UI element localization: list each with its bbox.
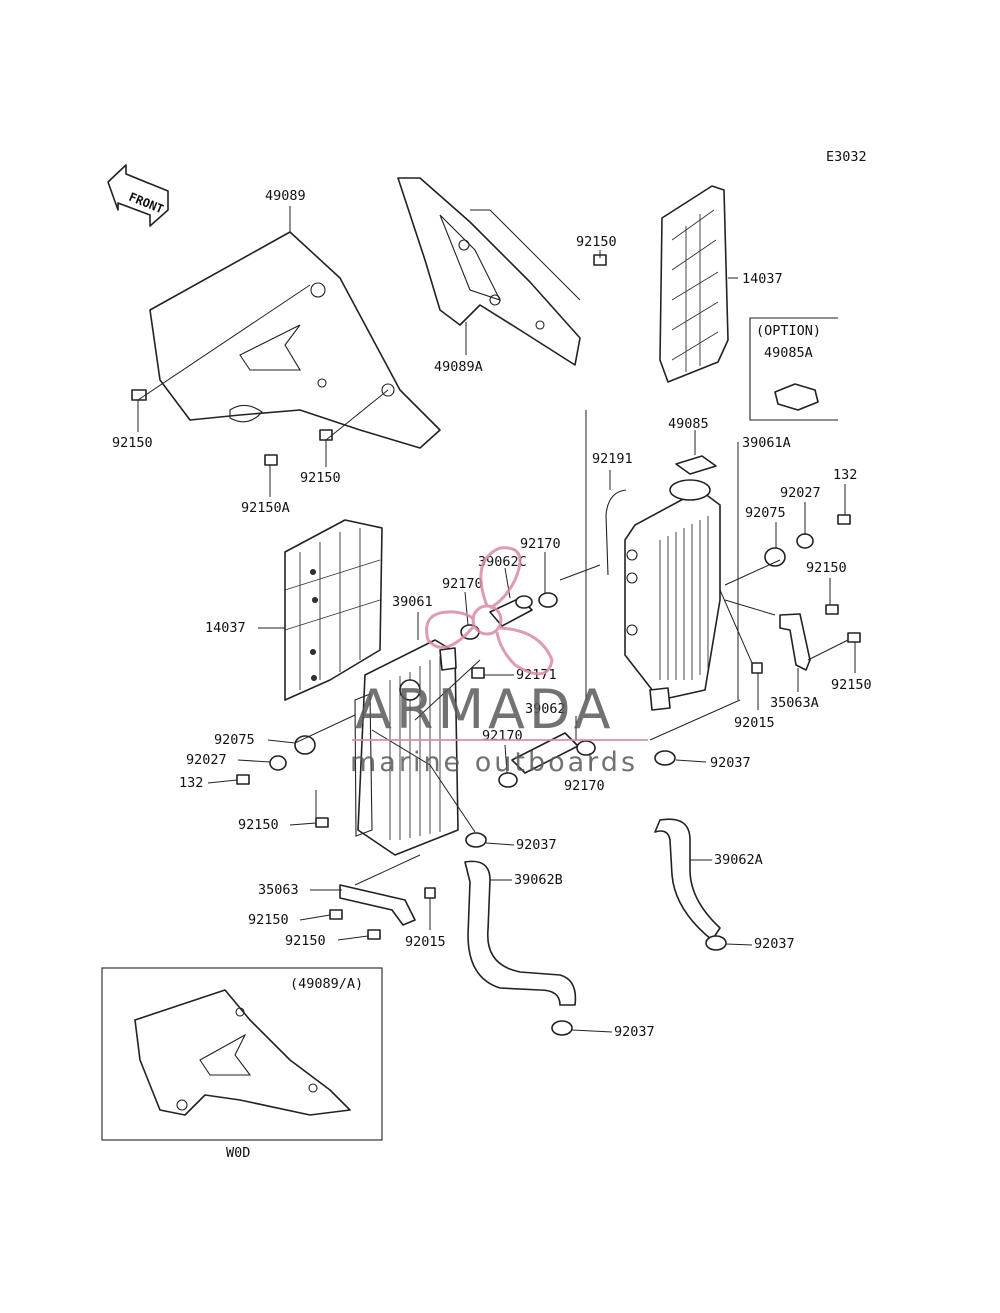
part-label: 14037 (205, 620, 246, 636)
part-label: 39062A (714, 852, 763, 868)
part-label: 49085 (668, 416, 709, 432)
part-label: 92075 (214, 732, 255, 748)
part-label: 39062C (478, 554, 527, 570)
part-label: 92075 (745, 505, 786, 521)
bolt-icon (131, 254, 861, 940)
part-label: 92037 (754, 936, 795, 952)
part-label: 92191 (592, 451, 633, 467)
part-label: 92027 (780, 485, 821, 501)
left-radiator (354, 639, 459, 856)
part-label: 92037 (614, 1024, 655, 1040)
part-label: 92150 (285, 933, 326, 949)
part-label: 132 (833, 467, 857, 483)
left-shroud (149, 231, 441, 449)
part-label: 39062 (525, 701, 566, 717)
option-part-number: 49085A (764, 345, 813, 361)
part-label: 92170 (442, 576, 483, 592)
option-cap-icon (774, 383, 819, 411)
watermark-brand: ARMADA (355, 678, 615, 741)
part-label: 92150 (238, 817, 279, 833)
hose-39062A (654, 818, 721, 941)
left-louver-14037 (284, 519, 383, 701)
part-labels: 49089 49089A 92150 14037 92150 92150A 92… (112, 188, 872, 1040)
diagram-code: E3032 (826, 149, 867, 165)
inset-caption: W0D (226, 1145, 250, 1161)
part-label: 92015 (405, 934, 446, 950)
inset-title: (49089/A) (290, 976, 363, 992)
option-title: (OPTION) (756, 323, 821, 339)
inset-box: (49089/A) W0D (101, 967, 383, 1161)
shroud-panel-49089A (397, 177, 581, 366)
breather-hose (605, 489, 627, 576)
radiator-cap-neck (669, 479, 711, 501)
radiator-cap-49085 (675, 455, 717, 475)
part-label: 132 (179, 775, 203, 791)
part-label: 39062B (514, 872, 563, 888)
part-label: 35063A (770, 695, 819, 711)
bracket-35063A (779, 613, 811, 671)
part-label: 39061A (742, 435, 791, 451)
part-label: 92037 (516, 837, 557, 853)
part-label: 92170 (520, 536, 561, 552)
part-label: 92150 (831, 677, 872, 693)
watermark-logo: ARMADA marine outboards (350, 546, 648, 778)
part-label: 92015 (734, 715, 775, 731)
part-label: 92150 (576, 234, 617, 250)
right-louver-14037 (659, 185, 729, 383)
option-box: (OPTION) 49085A (749, 317, 838, 421)
part-label: 92027 (186, 752, 227, 768)
part-label: 92150 (806, 560, 847, 576)
watermark-tagline: marine outboards (350, 747, 638, 778)
part-label: 92150 (248, 912, 289, 928)
part-label: 92170 (564, 778, 605, 794)
part-label: 92037 (710, 755, 751, 771)
leader-lines (137, 206, 856, 1033)
part-label: 92150A (241, 500, 290, 516)
bracket-35063 (339, 884, 416, 926)
part-label: 49089 (265, 188, 306, 204)
part-label: 14037 (742, 271, 783, 287)
front-arrow-icon: FRONT (107, 164, 169, 227)
part-label: 35063 (258, 882, 299, 898)
part-label: 49089A (434, 359, 483, 375)
part-label: 39061 (392, 594, 433, 610)
part-label: 92150 (112, 435, 153, 451)
part-label: 92150 (300, 470, 341, 486)
propeller-icon (425, 546, 554, 676)
right-radiator (624, 479, 721, 711)
